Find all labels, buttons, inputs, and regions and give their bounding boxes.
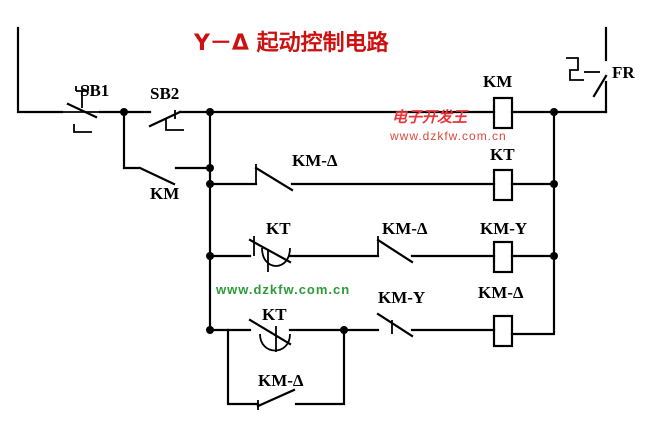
sb1-label: SB1: [80, 81, 109, 100]
watermark-sub-url: www.dzkfw.com.cn: [389, 129, 507, 143]
diagram-title: Y－Δ 起动控制电路: [193, 30, 390, 56]
km-delta-coil-label: KM-Δ: [478, 283, 524, 302]
km-delta-coil: [492, 314, 514, 348]
row-kmdelta: [208, 312, 514, 352]
sb1-stop-button: [62, 86, 126, 133]
left-rail: [16, 26, 64, 114]
km-y-coil: [492, 240, 514, 274]
row-kmy: [208, 236, 556, 274]
row-kt: [208, 164, 556, 202]
watermark-logo: 电子开发王: [392, 108, 469, 126]
km-coil: [492, 96, 514, 130]
kt-coil: [492, 168, 514, 202]
junction-node: [550, 108, 558, 116]
junction-node: [206, 180, 214, 188]
fr-label: FR: [612, 63, 635, 82]
junction-node: [550, 180, 558, 188]
junction-node: [206, 326, 214, 334]
km-delta-hold-contact: [226, 328, 346, 410]
kt-contact1-label: KT: [266, 219, 291, 238]
km-delta-hold-label: KM-Δ: [258, 371, 304, 390]
kt-coil-label: KT: [490, 145, 515, 164]
km-hold-label: KM: [150, 184, 179, 203]
sb2-start-button: [122, 110, 212, 131]
km-delta-contact2-label: KM-Δ: [382, 219, 428, 238]
km-y-coil-label: KM-Y: [480, 219, 527, 238]
junction-node: [550, 252, 558, 260]
km-coil-label: KM: [483, 72, 512, 91]
km-hold-contact: [122, 110, 212, 186]
sb2-label: SB2: [150, 84, 179, 103]
km-y-contact-label: KM-Y: [378, 288, 425, 307]
kt-contact2-label: KT: [262, 305, 287, 324]
km-delta-contact1-label: KM-Δ: [292, 151, 338, 170]
junction-node: [206, 252, 214, 260]
fr-thermal-relay: [566, 26, 608, 114]
watermark-url: www.dzkfw.com.cn: [215, 282, 350, 297]
